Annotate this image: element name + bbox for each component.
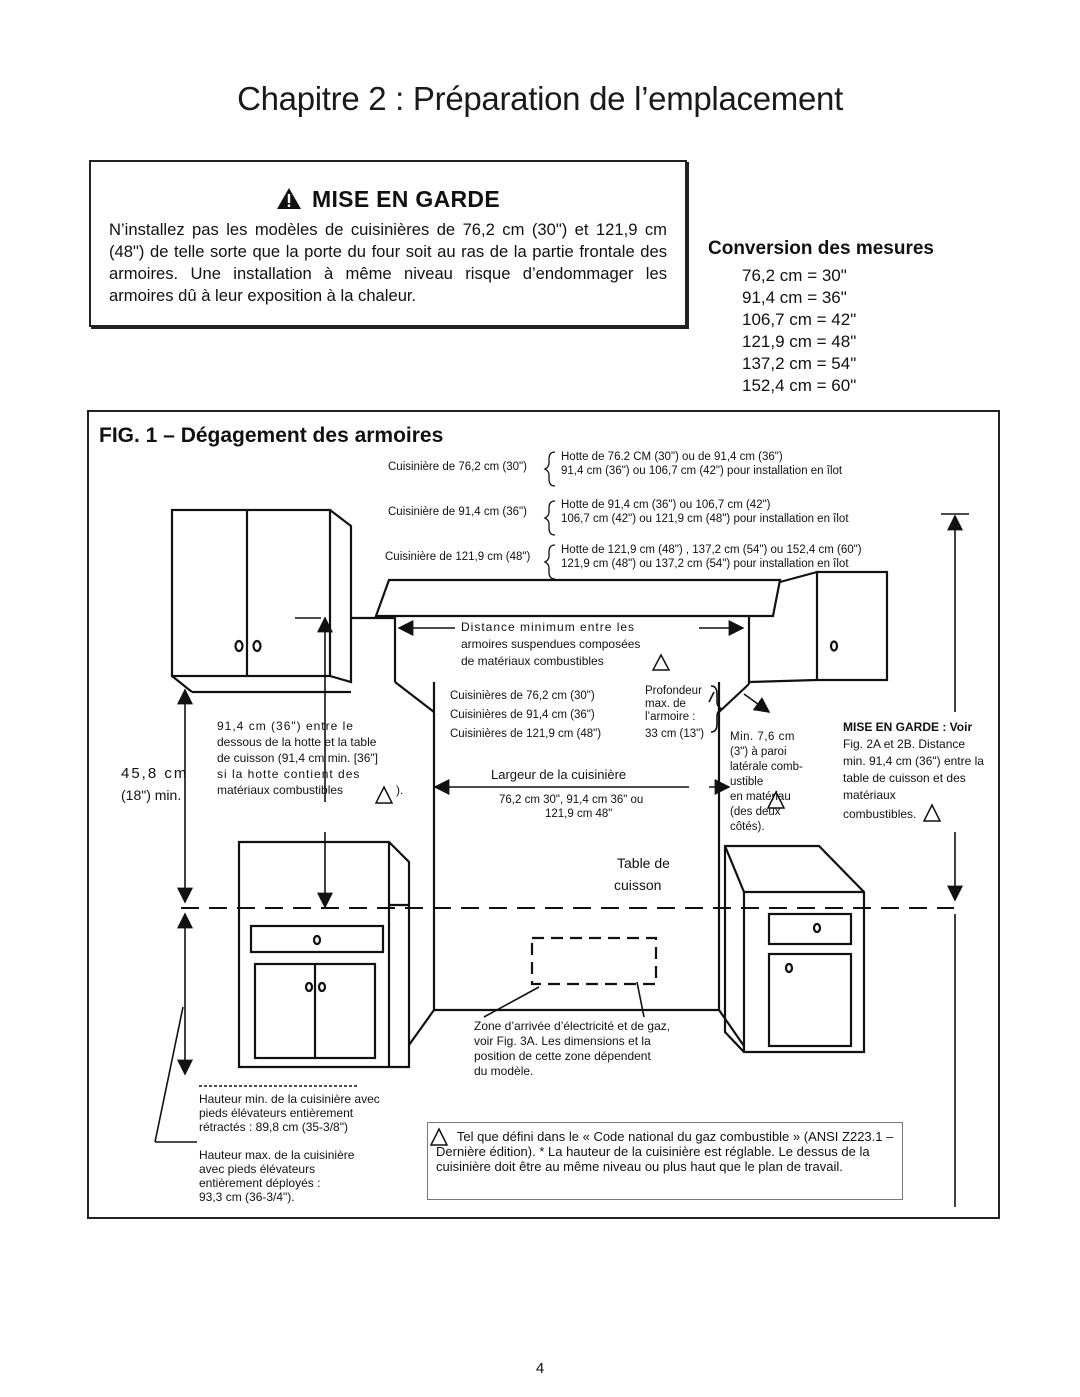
- figure-title: FIG. 1 – Dégagement des armoires: [99, 424, 444, 447]
- depth-label: 33 cm (13"): [645, 728, 705, 740]
- hood-table-text: 91,4 cm (36") entre le: [217, 719, 354, 733]
- side-clearance-text: latérale comb-: [730, 761, 803, 773]
- conversion-item: 106,7 cm = 42": [742, 310, 857, 329]
- depth-label: l’armoire :: [645, 711, 696, 723]
- height-max-text: 93,3 cm (36-3/4").: [199, 1190, 295, 1204]
- hood-note-line: 106,7 cm (42") ou 121,9 cm (48") pour in…: [561, 513, 849, 525]
- hood-note-line: 91,4 cm (36") ou 106,7 cm (42") pour ins…: [561, 465, 843, 477]
- hood-table-close: ).: [396, 783, 404, 797]
- min-distance-text: de matériaux combustibles: [461, 654, 604, 668]
- conversion-item: 121,9 cm = 48": [742, 332, 857, 351]
- depth-range: Cuisinières de 91,4 cm (36"): [450, 709, 595, 721]
- gas-zone-text: position de cette zone dépendent: [474, 1049, 651, 1063]
- hood-note-range: Cuisinière de 91,4 cm (36"): [388, 506, 527, 518]
- gas-zone-text: voir Fig. 3A. Les dimensions et la: [474, 1034, 651, 1048]
- gas-zone-text: Zone d’arrivée d’électricité et de gaz,: [474, 1019, 671, 1033]
- min-distance-text: Distance minimum entre les: [461, 620, 636, 634]
- side-clearance-text: Min. 7,6 cm: [730, 731, 795, 743]
- side-clearance-text: côtés).: [730, 821, 765, 833]
- conversion-list: 76,2 cm = 30" 91,4 cm = 36" 106,7 cm = 4…: [742, 265, 856, 397]
- left-upper-cabinet: [170, 508, 353, 694]
- warning-box: MISE EN GARDE N’installez pas les modèle…: [89, 160, 687, 327]
- range-width-value: 121,9 cm 48": [545, 808, 613, 820]
- conversion-item: 152,4 cm = 60": [742, 376, 857, 395]
- footnote-text: Tel que défini dans le « Code national d…: [436, 1129, 894, 1174]
- cooktop-label: cuisson: [614, 877, 662, 893]
- height-min-text: pieds élévateurs entièrement: [199, 1106, 354, 1120]
- cabinet-clearance-diagram: [154, 451, 969, 1207]
- hood-table-text: si la hotte contient des: [217, 767, 361, 781]
- conversion-item: 76,2 cm = 30": [742, 266, 847, 285]
- page-number: 4: [535, 1360, 545, 1377]
- height-max-text: Hauteur max. de la cuisinière: [199, 1148, 355, 1162]
- footnote-box: Tel que défini dans le « Code national d…: [427, 1122, 903, 1200]
- side-clearance-text: (des deux: [730, 806, 781, 818]
- side-clearance-text: ustible: [730, 776, 764, 788]
- upper-gap-value: (18") min.: [121, 787, 182, 803]
- hood-note-range: Cuisinière de 121,9 cm (48"): [385, 551, 531, 563]
- right-base-cabinet: [723, 844, 866, 1054]
- side-warning-text: combustibles.: [843, 807, 917, 821]
- warning-triangle-icon: [277, 188, 302, 209]
- hood-note-line: Hotte de 91,4 cm (36") ou 106,7 cm (42"): [561, 499, 771, 511]
- range-width-label: Largeur de la cuisinière: [491, 767, 627, 782]
- range-width-value: 76,2 cm 30", 91,4 cm 36" ou: [499, 794, 644, 806]
- hood-note-range: Cuisinière de 76,2 cm (30"): [388, 461, 527, 473]
- height-max-text: avec pieds élévateurs: [199, 1162, 316, 1176]
- hood-note-line: Hotte de 76.2 CM (30") ou de 91,4 cm (36…: [561, 451, 783, 463]
- warning-title: MISE EN GARDE: [312, 186, 500, 212]
- min-distance-text: armoires suspendues composées: [461, 637, 641, 651]
- side-clearance-text: en matériau: [730, 791, 791, 803]
- hood-note-line: 121,9 cm (48") ou 137,2 cm (54") pour in…: [561, 558, 849, 570]
- side-clearance-text: (3") à paroi: [730, 746, 787, 758]
- side-warning-text: MISE EN GARDE : Voir: [843, 720, 973, 734]
- height-max-text: entièrement déployés :: [199, 1176, 321, 1190]
- cooktop-label: Table de: [617, 855, 670, 871]
- hood-table-text: dessous de la hotte et la table: [217, 735, 377, 749]
- conversion-item: 137,2 cm = 54": [742, 354, 857, 373]
- depth-label: Profondeur: [645, 685, 702, 697]
- side-warning-text: matériaux: [843, 788, 896, 802]
- side-warning-text: table de cuisson et des: [843, 771, 966, 785]
- conversion-title: Conversion des mesures: [708, 238, 934, 259]
- side-warning-text: Fig. 2A et 2B. Distance: [843, 737, 966, 751]
- gas-zone-text: du modèle.: [474, 1064, 534, 1078]
- left-base-cabinet: [237, 840, 411, 1069]
- height-min-text: rétractés : 89,8 cm (35-3/8"): [199, 1120, 348, 1134]
- upper-gap-value: 45,8 cm: [121, 765, 189, 782]
- depth-range: Cuisinières de 121,9 cm (48"): [450, 728, 602, 740]
- depth-range: Cuisinières de 76,2 cm (30"): [450, 690, 595, 702]
- side-warning-text: min. 91,4 cm (36") entre la: [843, 754, 984, 768]
- warning-text: N’installez pas les modèles de cuisinièr…: [109, 220, 667, 305]
- hood-note-line: Hotte de 121,9 cm (48") , 137,2 cm (54")…: [561, 544, 862, 556]
- footnote-delta-icon: [446, 1129, 457, 1144]
- page-title: Chapitre 2 : Préparation de l’emplacemen…: [237, 80, 843, 117]
- range-hood: [351, 578, 782, 684]
- figure-box: FIG. 1 – Dégagement des armoires: [87, 410, 1000, 1219]
- hood-table-text: matériaux combustibles: [217, 783, 344, 797]
- hood-table-text: de cuisson (91,4 cm min. [36"]: [217, 751, 378, 765]
- depth-label: max. de: [645, 698, 686, 710]
- warning-heading: MISE EN GARDE: [91, 186, 685, 213]
- conversion-item: 91,4 cm = 36": [742, 288, 847, 307]
- right-upper-cabinet: [748, 570, 889, 684]
- height-min-text: Hauteur min. de la cuisinière avec: [199, 1092, 380, 1106]
